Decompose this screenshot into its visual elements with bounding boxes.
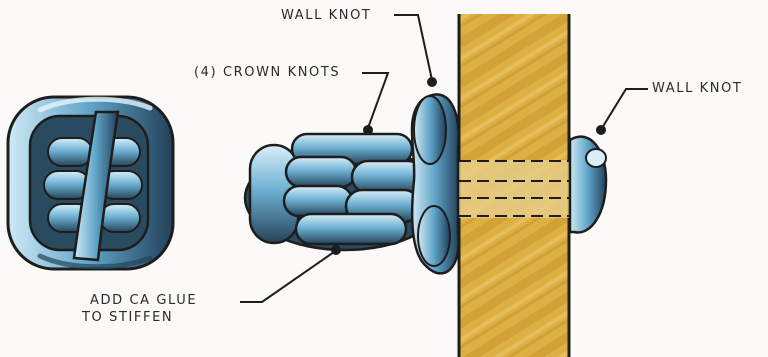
board-hole (459, 160, 569, 218)
label-ca-glue-line2: TO STIFFEN (82, 311, 173, 325)
leader-ca-glue (240, 252, 334, 302)
wall-knot-right-nub (586, 149, 606, 167)
leader-dot (428, 78, 436, 86)
crown-strand (296, 214, 406, 244)
end-view-lobe (100, 204, 140, 232)
wood-board (459, 14, 569, 357)
crown-strand (284, 186, 352, 216)
leader-dot (364, 126, 372, 134)
label-ca-glue-line1: ADD CA GLUE (90, 294, 197, 308)
crown-knot-assembly (245, 94, 459, 273)
leader-dot (332, 246, 340, 254)
leader-crown-knots (362, 73, 388, 128)
leader-wall-knot-top (394, 15, 432, 80)
wall-knot-right (570, 137, 606, 233)
label-wall-knot-right: WALL KNOT (652, 82, 742, 96)
wall-knot-left-lobe (418, 206, 450, 266)
leader-wall-knot-right (602, 89, 648, 128)
label-crown-knots: (4) CROWN KNOTS (194, 66, 340, 80)
end-view-lobe (48, 138, 92, 166)
leader-dot (597, 126, 605, 134)
wall-knot-left-lobe (414, 96, 446, 164)
crown-strand (286, 157, 356, 187)
knot-end-view (8, 97, 173, 269)
label-wall-knot-top: WALL KNOT (281, 9, 371, 23)
